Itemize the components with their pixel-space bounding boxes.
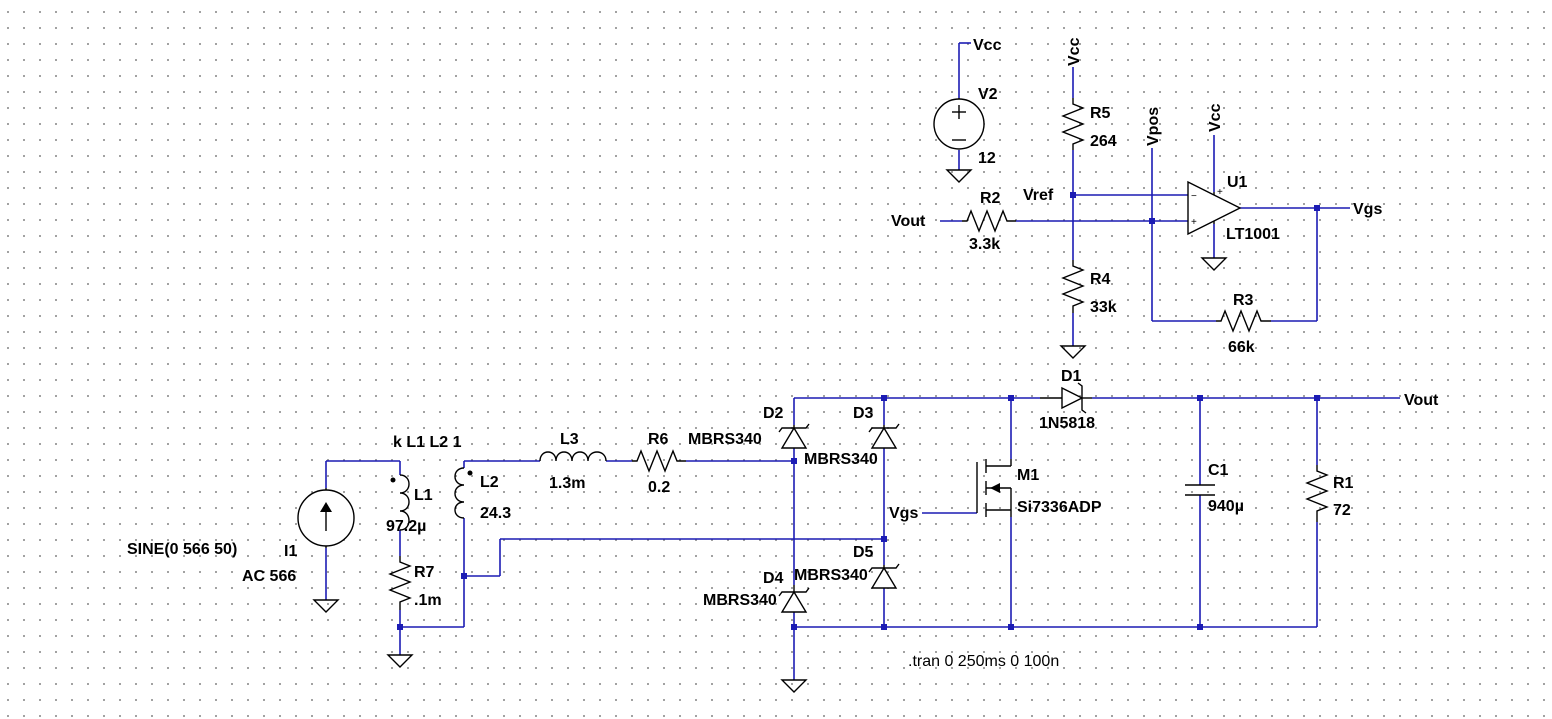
d5-value: MBRS340	[794, 567, 868, 584]
v2-voltage-source[interactable]	[933, 98, 985, 150]
m1-mosfet[interactable]	[976, 459, 1012, 517]
net-label-vgs: Vgs	[1353, 201, 1382, 218]
net-label-vout: Vout	[1404, 392, 1439, 409]
d3-label: D3	[853, 405, 874, 422]
r3-label: R3	[1233, 292, 1254, 309]
l1-value: 97.2µ	[386, 518, 426, 535]
u1-label: U1	[1227, 174, 1248, 191]
ground-symbol	[1059, 345, 1087, 359]
r4-resistor[interactable]	[1061, 260, 1085, 313]
r3-value: 66k	[1228, 339, 1255, 356]
ground-symbol	[386, 654, 414, 668]
c1-value: 940µ	[1208, 498, 1244, 515]
l1-label: L1	[414, 487, 433, 504]
coupling-directive[interactable]: k L1 L2 1	[393, 434, 462, 451]
wires	[325, 42, 1400, 680]
r5-label: R5	[1090, 105, 1111, 122]
d4-value: MBRS340	[703, 592, 777, 609]
d2-schottky-diode[interactable]	[778, 423, 810, 449]
l2-label: L2	[480, 474, 499, 491]
r1-label: R1	[1333, 475, 1354, 492]
tran-directive[interactable]: .tran 0 250ms 0 100n	[908, 653, 1059, 670]
r7-label: R7	[414, 564, 435, 581]
m1-label: M1	[1017, 467, 1039, 484]
net-label-vpos: Vpos	[1145, 107, 1162, 146]
r6-label: R6	[648, 431, 669, 448]
net-label-vcc: Vcc	[973, 37, 1002, 54]
net-label-vgs: Vgs	[889, 505, 918, 522]
v2-value: 12	[978, 150, 996, 167]
d5-label: D5	[853, 544, 874, 561]
r2-resistor[interactable]	[962, 209, 1016, 233]
i1-current-source[interactable]	[297, 488, 355, 548]
u1-opamp[interactable]	[1187, 180, 1242, 236]
net-label-vref: Vref	[1023, 187, 1054, 204]
r3-resistor[interactable]	[1216, 309, 1271, 333]
d2-value: MBRS340	[688, 431, 762, 448]
r6-resistor[interactable]	[632, 449, 686, 473]
ground-symbol	[780, 679, 808, 693]
r5-value: 264	[1090, 133, 1117, 150]
d1-label: D1	[1061, 368, 1082, 385]
r1-value: 72	[1333, 502, 1351, 519]
junctions	[397, 192, 1320, 630]
r6-value: 0.2	[648, 479, 670, 496]
u1-plus-pin: +	[1217, 187, 1223, 198]
l3-inductor[interactable]	[539, 451, 607, 462]
ground-symbol	[1200, 257, 1228, 271]
m1-value: Si7336ADP	[1017, 499, 1102, 516]
u1-plus-input: +	[1191, 217, 1197, 228]
u1-value: LT1001	[1226, 226, 1280, 243]
l1-inductor[interactable]	[390, 474, 410, 531]
c1-capacitor[interactable]	[1185, 484, 1215, 496]
net-label-vout: Vout	[891, 213, 926, 230]
d4-label: D4	[763, 570, 784, 587]
d1-schottky-diode[interactable]	[1040, 382, 1092, 414]
d1-value: 1N5818	[1039, 415, 1095, 432]
r4-label: R4	[1090, 271, 1111, 288]
ground-symbol	[312, 599, 340, 613]
r7-resistor[interactable]	[388, 556, 412, 610]
r5-resistor[interactable]	[1061, 98, 1085, 150]
r1-resistor[interactable]	[1305, 465, 1329, 522]
net-label-vcc: Vcc	[1207, 103, 1224, 132]
r2-label: R2	[980, 190, 1001, 207]
d2-label: D2	[763, 405, 784, 422]
l2-value: 24.3	[480, 505, 511, 522]
i1-ac-value: AC 566	[242, 568, 296, 585]
r4-value: 33k	[1090, 299, 1117, 316]
net-label-vcc: Vcc	[1066, 37, 1083, 66]
v2-label: V2	[978, 86, 998, 103]
ground-symbol	[945, 169, 973, 183]
d5-schottky-diode[interactable]	[868, 563, 900, 589]
l3-value: 1.3m	[549, 475, 585, 492]
i1-source-function: SINE(0 566 50)	[127, 541, 237, 558]
r2-value: 3.3k	[969, 236, 1000, 253]
l2-inductor[interactable]	[454, 467, 473, 519]
d3-value: MBRS340	[804, 451, 878, 468]
d3-schottky-diode[interactable]	[868, 423, 900, 449]
c1-label: C1	[1208, 462, 1229, 479]
r7-value: .1m	[414, 592, 442, 609]
l3-label: L3	[560, 431, 579, 448]
d4-schottky-diode[interactable]	[778, 585, 810, 613]
u1-minus-pin: −	[1191, 191, 1197, 202]
i1-label: I1	[284, 543, 297, 560]
